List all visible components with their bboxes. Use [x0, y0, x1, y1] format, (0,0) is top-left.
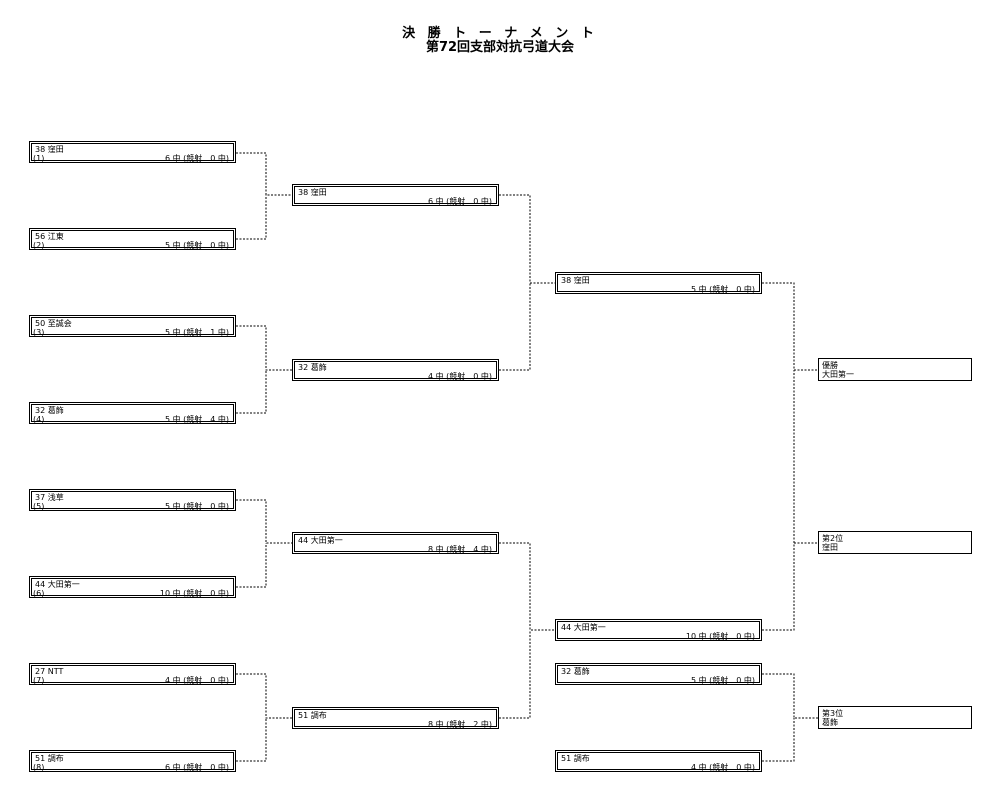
result-team: 葛飾 [822, 718, 838, 727]
team-name: 37 浅草 [35, 493, 64, 502]
team-name: 44 大田第一 [561, 623, 606, 632]
result-second-place: 第2位 窪田 [818, 531, 972, 554]
seed-number: (4) [33, 415, 45, 424]
team-name: 38 窪田 [561, 276, 590, 285]
round3-match-3: 32 葛飾 5 中 (競射 0 中) [555, 663, 762, 685]
team-name: 38 窪田 [298, 188, 327, 197]
round1-match-3: 50 至誠会 (3) 5 中 (競射 1 中) [29, 315, 236, 337]
round1-match-2: 56 江東 (2) 5 中 (競射 0 中) [29, 228, 236, 250]
score: 5 中 (競射 0 中) [690, 285, 755, 294]
result-place: 優勝 [822, 361, 838, 370]
round2-match-4: 51 調布 8 中 (競射 2 中) [292, 707, 499, 729]
round2-match-1: 38 窪田 6 中 (競射 0 中) [292, 184, 499, 206]
seed-number: (8) [33, 763, 45, 772]
team-name: 51 調布 [561, 754, 590, 763]
seed-number: (3) [33, 328, 45, 337]
team-name: 32 葛飾 [561, 667, 590, 676]
round1-match-5: 37 浅草 (5) 5 中 (競射 0 中) [29, 489, 236, 511]
team-name: 27 NTT [35, 667, 64, 676]
score: 5 中 (競射 0 中) [164, 241, 229, 250]
score: 4 中 (競射 0 中) [427, 372, 492, 381]
round1-match-6: 44 大田第一 (6) 10 中 (競射 0 中) [29, 576, 236, 598]
score: 8 中 (競射 2 中) [427, 720, 492, 729]
score: 6 中 (競射 0 中) [164, 154, 229, 163]
round1-match-8: 51 調布 (8) 6 中 (競射 0 中) [29, 750, 236, 772]
team-name: 38 窪田 [35, 145, 64, 154]
score: 10 中 (競射 0 中) [685, 632, 755, 641]
score: 4 中 (競射 0 中) [164, 676, 229, 685]
round3-match-4: 51 調布 4 中 (競射 0 中) [555, 750, 762, 772]
score: 5 中 (競射 0 中) [690, 676, 755, 685]
result-third-place: 第3位 葛飾 [818, 706, 972, 729]
result-team: 窪田 [822, 543, 838, 552]
seed-number: (5) [33, 502, 45, 511]
seed-number: (1) [33, 154, 45, 163]
score: 5 中 (競射 1 中) [164, 328, 229, 337]
score: 8 中 (競射 4 中) [427, 545, 492, 554]
team-name: 51 調布 [35, 754, 64, 763]
result-place: 第3位 [822, 709, 844, 718]
team-name: 32 葛飾 [298, 363, 327, 372]
seed-number: (7) [33, 676, 45, 685]
round2-match-3: 44 大田第一 8 中 (競射 4 中) [292, 532, 499, 554]
team-name: 44 大田第一 [298, 536, 343, 545]
result-team: 大田第一 [822, 370, 854, 379]
score: 5 中 (競射 0 中) [164, 502, 229, 511]
result-champion: 優勝 大田第一 [818, 358, 972, 381]
page-subtitle: 第72回支部対抗弓道大会 [425, 40, 575, 55]
seed-number: (2) [33, 241, 45, 250]
team-name: 44 大田第一 [35, 580, 80, 589]
round1-match-1: 38 窪田 (1) 6 中 (競射 0 中) [29, 141, 236, 163]
round3-match-2: 44 大田第一 10 中 (競射 0 中) [555, 619, 762, 641]
round1-match-4: 32 葛飾 (4) 5 中 (競射 4 中) [29, 402, 236, 424]
score: 6 中 (競射 0 中) [427, 197, 492, 206]
score: 10 中 (競射 0 中) [159, 589, 229, 598]
team-name: 51 調布 [298, 711, 327, 720]
score: 6 中 (競射 0 中) [164, 763, 229, 772]
round2-match-2: 32 葛飾 4 中 (競射 0 中) [292, 359, 499, 381]
score: 4 中 (競射 0 中) [690, 763, 755, 772]
team-name: 32 葛飾 [35, 406, 64, 415]
score: 5 中 (競射 4 中) [164, 415, 229, 424]
result-place: 第2位 [822, 534, 844, 543]
team-name: 56 江東 [35, 232, 64, 241]
seed-number: (6) [33, 589, 45, 598]
round3-match-1: 38 窪田 5 中 (競射 0 中) [555, 272, 762, 294]
round1-match-7: 27 NTT (7) 4 中 (競射 0 中) [29, 663, 236, 685]
page-title: 決 勝 ト ー ナ メ ン ト [402, 26, 598, 41]
team-name: 50 至誠会 [35, 319, 72, 328]
